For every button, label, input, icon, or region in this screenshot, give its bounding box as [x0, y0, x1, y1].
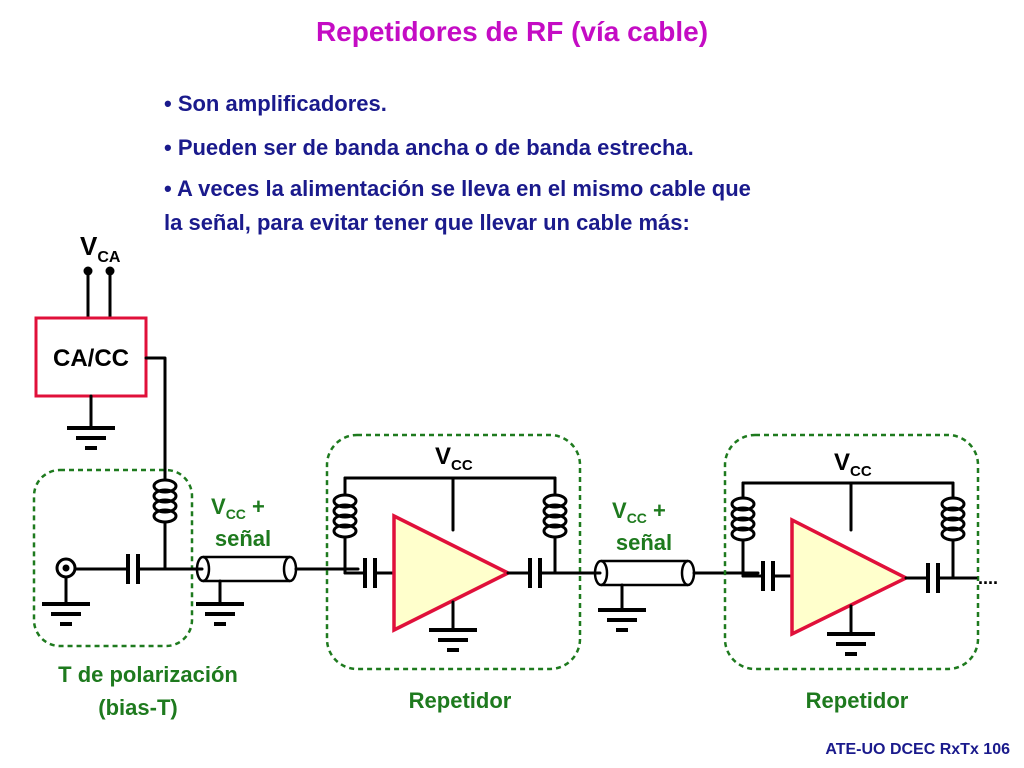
cable-2-label: VCC +: [612, 498, 666, 526]
bullet-3-line-2: la señal, para evitar tener que llevar u…: [164, 210, 690, 235]
cable-1-label-line2: señal: [215, 526, 271, 551]
bullet-2: • Pueden ser de banda ancha o de banda e…: [164, 135, 694, 160]
vca-label-main: V: [80, 231, 98, 261]
repeater-1-output-choke-icon: [542, 483, 568, 547]
cable-1-label-suffix: +: [246, 494, 265, 519]
input-ground-icon: [40, 602, 92, 626]
bias-t-group: [32, 468, 194, 648]
coax-cable-2: [593, 559, 696, 587]
cable-2-label-suffix: +: [647, 498, 666, 523]
bullet-1: • Son amplificadores.: [164, 91, 387, 116]
cable-1-label-main: V: [211, 494, 226, 519]
vca-terminals: [83, 266, 115, 320]
cable-2-label-main: V: [612, 498, 627, 523]
bias-t-coil-icon: [152, 468, 178, 532]
repeater-2-vcc-main: V: [834, 449, 850, 476]
repeater-1-input-choke-icon: [332, 483, 358, 547]
continuation-dots: ....: [978, 568, 998, 588]
cable-2-shield-ground-icon: [596, 608, 648, 632]
cable-1-shield-ground-icon: [194, 602, 246, 626]
repeater-2-vcc-sub: CC: [850, 463, 872, 480]
bullet-3-line-1: • A veces la alimentación se lleva en el…: [164, 176, 751, 201]
converter-ground-icon: [65, 426, 117, 450]
repeater-2-vcc-label: VCC: [834, 449, 872, 480]
repeater-2-input-choke-icon: [730, 486, 756, 550]
dc-feed-wire: [144, 356, 167, 480]
repeater-2-group: [723, 433, 980, 671]
page-title: Repetidores de RF (vía cable): [316, 16, 708, 47]
repeater-1-group: [325, 433, 582, 671]
repeater-1-amplifier-icon: [392, 513, 512, 633]
footer-credit: ATE-UO DCEC RxTx 106: [825, 741, 1010, 758]
repeater-1-ground-icon: [427, 628, 479, 652]
repeater-2-amplifier-icon: [790, 517, 910, 637]
repeater-1-label: Repetidor: [409, 688, 512, 713]
bias-t-label-2: (bias-T): [98, 695, 177, 720]
repeater-2-output-choke-icon: [940, 486, 966, 550]
cable-1-label: VCC +: [211, 494, 265, 522]
vca-label-sub: CA: [97, 249, 121, 266]
repeater-1-vcc-label: VCC: [435, 443, 473, 474]
cable-2-label-line2: señal: [616, 530, 672, 555]
vca-label: VCA: [80, 231, 121, 266]
repeater-1-vcc-sub: CC: [451, 457, 473, 474]
repeater-2-label: Repetidor: [806, 688, 909, 713]
repeater-1-vcc-main: V: [435, 443, 451, 470]
converter-label: CA/CC: [53, 345, 129, 372]
coax-cable-1: [195, 555, 298, 583]
cable-2-label-sub: CC: [627, 510, 647, 526]
repeater-2-ground-icon: [825, 632, 877, 656]
cable-1-label-sub: CC: [226, 506, 246, 522]
bias-t-label-1: T de polarización: [58, 662, 238, 687]
